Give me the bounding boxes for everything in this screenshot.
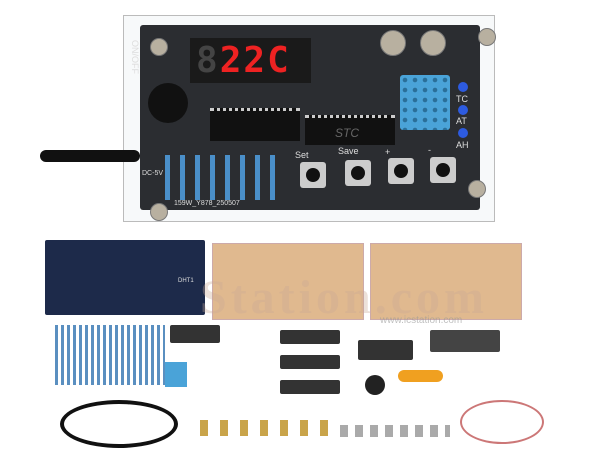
led-at <box>458 105 468 115</box>
usb-cable <box>40 150 140 162</box>
dht-sensor <box>400 75 450 130</box>
terminal-screw <box>380 30 406 56</box>
socket-part <box>358 340 413 360</box>
stc-mcu: STC <box>305 115 395 145</box>
terminal-screw <box>420 30 446 56</box>
bare-pcb <box>45 240 205 315</box>
screw <box>150 38 168 56</box>
buzzer <box>148 83 188 123</box>
socket-part <box>280 380 340 394</box>
ic-chip <box>210 108 300 141</box>
led-ah <box>458 128 468 138</box>
acrylic-panel-back <box>370 243 522 320</box>
dht-label: DHT1 <box>178 278 194 284</box>
watermark-url: www.icstation.com <box>380 315 463 326</box>
resistor <box>210 155 215 200</box>
screw <box>478 28 496 46</box>
button-label: Save <box>338 146 359 156</box>
push-buttons <box>430 330 500 352</box>
acrylic-panel-front <box>212 243 364 320</box>
digit: 2 <box>243 40 268 81</box>
digit: 8 <box>196 40 220 81</box>
screws-set <box>340 425 450 437</box>
screw <box>150 203 168 221</box>
save-button[interactable] <box>345 160 371 186</box>
resistor <box>165 155 170 200</box>
led-label: AT <box>456 116 467 126</box>
led-tc <box>458 82 468 92</box>
capacitors <box>398 370 443 382</box>
minus-button[interactable] <box>430 157 456 183</box>
resistor <box>225 155 230 200</box>
resistor <box>180 155 185 200</box>
dht-sensor-part <box>165 362 187 387</box>
ic-part <box>280 330 340 344</box>
ic-part <box>280 355 340 369</box>
display-module <box>170 325 220 343</box>
power-label: ON/OFF <box>130 40 140 74</box>
led-label: TC <box>456 94 468 104</box>
digit: 2 <box>219 40 244 81</box>
screw <box>468 180 486 198</box>
digit: C <box>267 40 291 81</box>
usb-cable-coil <box>60 400 178 448</box>
led-label: AH <box>456 140 469 150</box>
thermocouple-wire <box>460 400 544 444</box>
watermark: Station.com <box>200 271 488 324</box>
button-label: + <box>385 147 391 157</box>
standoffs <box>200 420 330 436</box>
resistor <box>270 155 275 200</box>
resistor <box>195 155 200 200</box>
resistor <box>240 155 245 200</box>
button-label: - <box>428 145 431 155</box>
board-id: 159W_Y878_250507 <box>174 200 240 207</box>
set-button[interactable] <box>300 162 326 188</box>
buzzer-part <box>365 375 385 395</box>
dc-label: DC-5V <box>142 170 164 177</box>
button-label: Set <box>295 150 309 160</box>
resistor-pack <box>55 325 165 385</box>
resistor <box>255 155 260 200</box>
plus-button[interactable] <box>388 158 414 184</box>
seven-segment-display: 822C <box>190 38 311 83</box>
